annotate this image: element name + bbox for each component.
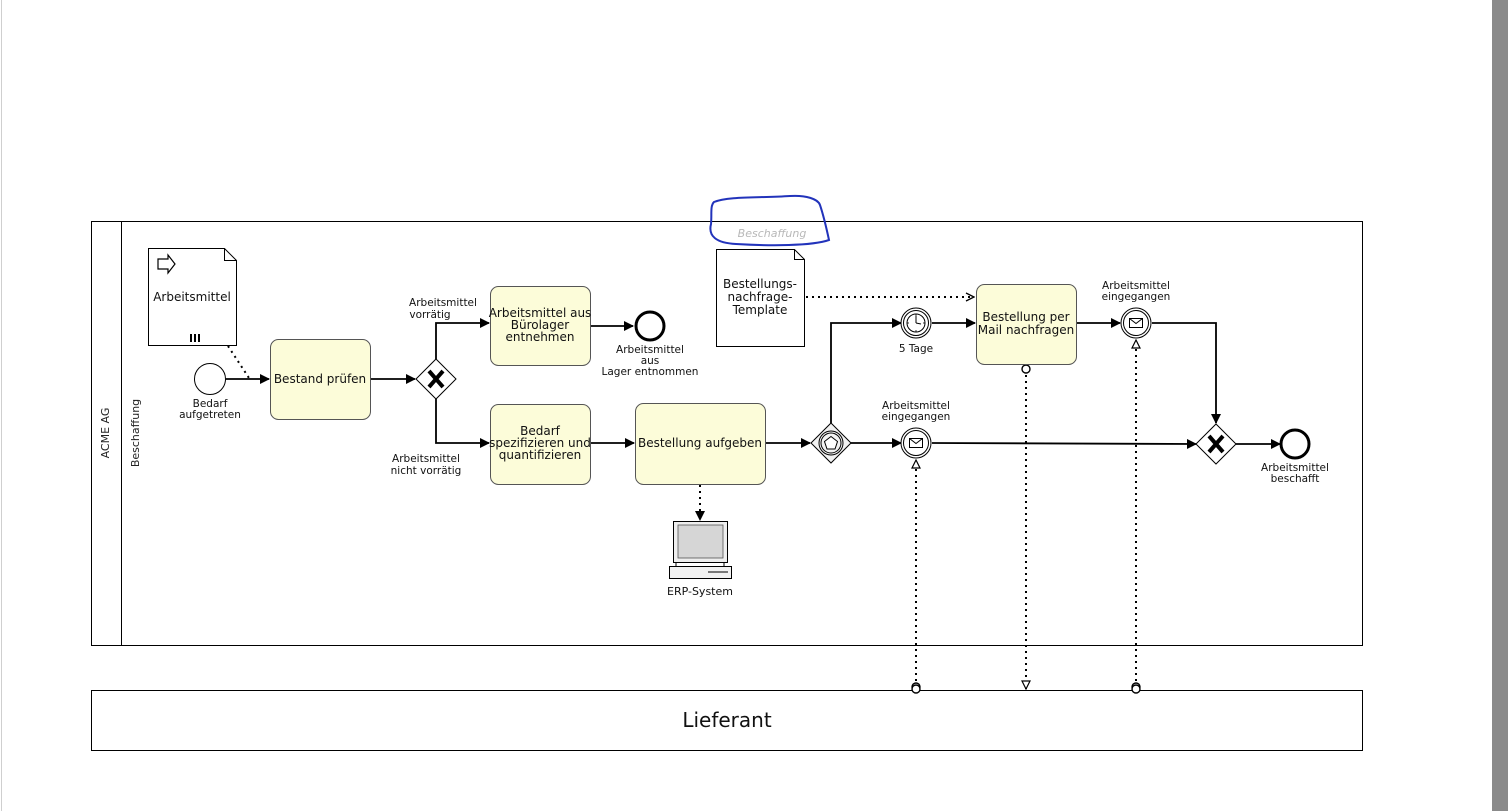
gateway-label-vorraetig-2: vorrätig xyxy=(409,309,450,321)
clock-icon xyxy=(906,313,926,333)
timer-event-label: 5 Tage xyxy=(899,343,933,355)
task-entnehmen-line-1: Arbeitsmittel aus xyxy=(489,306,592,320)
message-flow-source-1 xyxy=(911,684,921,694)
task-nachfragen-line-2: Mail nachfragen xyxy=(978,323,1074,337)
annotation-stroke xyxy=(709,194,831,247)
vertical-scrollbar[interactable] xyxy=(1492,0,1508,811)
exclusive-gateway-2[interactable] xyxy=(1195,423,1237,465)
end-event-lager[interactable] xyxy=(634,310,666,342)
data-object-template[interactable]: Bestellungs- nachfrage- Template xyxy=(716,249,805,347)
task-entnehmen-line-3: entnehmen xyxy=(506,330,575,344)
data-object-arbeitsmittel-label: Arbeitsmittel xyxy=(153,290,231,304)
association-arbeitsmittel xyxy=(227,345,250,379)
envelope-icon xyxy=(1129,318,1143,328)
pentagon-icon xyxy=(823,435,839,450)
gateway-label-nicht-1: Arbeitsmittel xyxy=(392,453,460,465)
end-lager-label-2: aus xyxy=(641,355,660,367)
task-bestand-pruefen[interactable]: Bestand prüfen xyxy=(270,339,371,420)
msg-mid-label-1: Arbeitsmittel xyxy=(882,400,950,412)
event-based-gateway[interactable] xyxy=(810,422,852,464)
task-bestand-label: Bestand prüfen xyxy=(274,372,366,386)
pool-acme-label: ACME AG xyxy=(99,408,112,459)
start-event-label-line-1: Bedarf xyxy=(193,398,228,410)
pool-lieferant[interactable]: Lieferant xyxy=(91,690,1363,751)
pool-lieferant-label: Lieferant xyxy=(682,708,772,732)
end-lager-label-1: Arbeitsmittel xyxy=(616,344,684,356)
collection-marker-icon xyxy=(190,334,200,342)
template-label-line-3: Template xyxy=(732,303,788,317)
message-event-mid[interactable] xyxy=(900,427,932,459)
gateway-label-nicht-2: nicht vorrätig xyxy=(391,465,462,477)
ghost-lane-label: Beschaffung xyxy=(738,227,807,240)
erp-system-label: ERP-System xyxy=(667,585,733,598)
envelope-icon xyxy=(909,438,923,448)
task-spezifizieren[interactable]: Bedarf spezifizieren und quantifizieren xyxy=(489,404,591,485)
start-event-label-line-2: aufgetreten xyxy=(179,409,241,421)
task-bestellung-aufgeben[interactable]: Bestellung aufgeben xyxy=(635,403,766,485)
template-label-line-2: nachfrage- xyxy=(727,290,792,304)
task-spezifizieren-line-2: spezifizieren und xyxy=(489,436,591,450)
message-event-top[interactable] xyxy=(1120,307,1152,339)
x-icon xyxy=(427,369,445,389)
end-event-beschafft[interactable] xyxy=(1279,428,1311,460)
lane-beschaffung-label: Beschaffung xyxy=(129,399,142,467)
sequence-flows xyxy=(226,318,1281,449)
task-spezifizieren-line-1: Bedarf xyxy=(520,424,561,438)
data-object-arbeitsmittel[interactable]: Arbeitsmittel xyxy=(148,248,237,346)
timer-event[interactable] xyxy=(900,307,932,339)
template-label-line-1: Bestellungs- xyxy=(723,277,797,291)
start-event-bedarf[interactable] xyxy=(194,363,226,395)
task-nachfragen-line-1: Bestellung per xyxy=(982,310,1069,324)
task-spezifizieren-line-3: quantifizieren xyxy=(499,448,581,462)
msg-top-label-2: eingegangen xyxy=(1102,291,1171,303)
task-entnehmen-line-2: Bürolager xyxy=(511,318,570,332)
exclusive-gateway-1[interactable] xyxy=(415,358,457,400)
data-input-arrow-icon xyxy=(157,253,176,275)
end-lager-label-3: Lager entnommen xyxy=(602,366,699,378)
computer-icon[interactable] xyxy=(669,521,732,579)
end-final-label-2: beschafft xyxy=(1271,473,1320,485)
end-final-label-1: Arbeitsmittel xyxy=(1261,462,1329,474)
message-flows xyxy=(916,340,1136,689)
hand-drawn-annotation: Beschaffung xyxy=(709,194,831,247)
x-icon xyxy=(1207,434,1225,454)
msg-top-label-1: Arbeitsmittel xyxy=(1102,280,1170,292)
message-flow-source-2 xyxy=(1131,684,1141,694)
gateway-label-vorraetig-1: Arbeitsmittel xyxy=(409,297,477,309)
task-aufgeben-label: Bestellung aufgeben xyxy=(638,436,762,450)
task-entnehmen[interactable]: Arbeitsmittel aus Bürolager entnehmen xyxy=(489,286,592,366)
msg-mid-label-2: eingegangen xyxy=(882,411,951,423)
task-mail-nachfragen[interactable]: Bestellung per Mail nachfragen xyxy=(976,284,1077,365)
